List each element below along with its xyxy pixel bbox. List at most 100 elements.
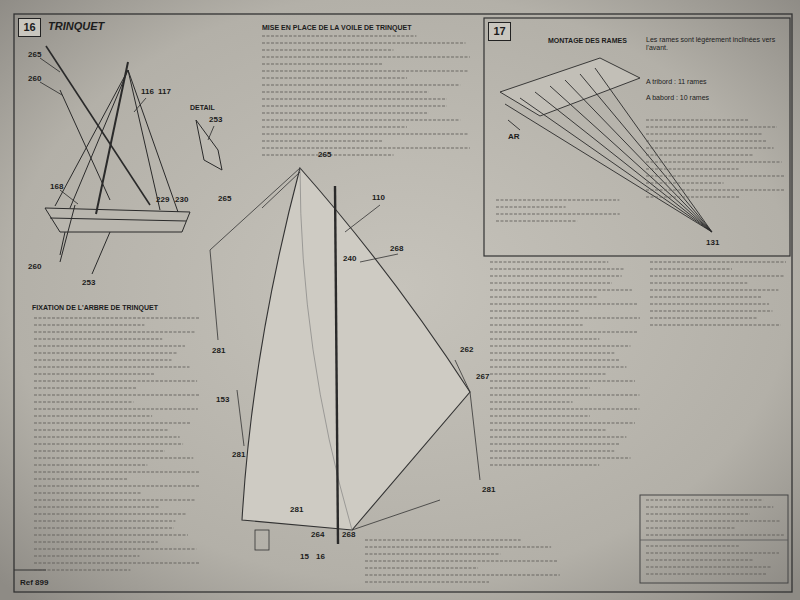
callout-number: 268 — [390, 244, 403, 253]
view-label: AR — [508, 132, 520, 141]
text-line-stroke — [650, 303, 769, 304]
text-line-stroke — [496, 206, 566, 207]
callout-number: 15 — [300, 552, 309, 561]
text-line-stroke — [34, 471, 199, 472]
callout-number: 16 — [316, 552, 325, 561]
text-line-stroke — [365, 539, 521, 540]
text-line-stroke — [646, 119, 749, 120]
text-line-stroke — [650, 275, 784, 276]
table-box — [640, 495, 788, 583]
text-line-stroke — [646, 189, 785, 190]
panel-17-border — [484, 18, 790, 256]
text-line-stroke — [34, 331, 194, 332]
text-line-stroke — [490, 429, 606, 430]
callout-number: 117 — [158, 87, 171, 96]
text-line-stroke — [262, 42, 465, 43]
step-number-box: 17 — [488, 22, 511, 41]
text-line-stroke — [650, 296, 761, 297]
text-line-stroke — [262, 133, 468, 134]
text-line-stroke — [646, 534, 784, 535]
text-line-stroke — [646, 140, 767, 141]
text-line-stroke — [646, 182, 724, 183]
text-line-stroke — [650, 324, 781, 325]
text-line-stroke — [650, 317, 757, 318]
text-line-stroke — [262, 49, 393, 50]
callout-number: 281 — [232, 450, 245, 459]
text-line-stroke — [365, 560, 558, 561]
text-line-stroke — [34, 499, 196, 500]
text-line-stroke — [34, 548, 196, 549]
text-line-stroke — [646, 147, 774, 148]
text-line-stroke — [34, 534, 188, 535]
text-line-stroke — [34, 562, 200, 563]
text-line-stroke — [646, 566, 771, 567]
text-line-stroke — [646, 175, 786, 176]
text-line-stroke — [34, 387, 136, 388]
callout-number: 253 — [82, 278, 95, 287]
section-heading: FIXATION DE L'ARBRE DE TRINQUET — [32, 304, 158, 312]
text-line-stroke — [490, 275, 622, 276]
text-line-stroke — [646, 154, 754, 155]
text-line-stroke — [490, 296, 597, 297]
text-line-stroke — [365, 581, 489, 582]
text-line-stroke — [34, 359, 171, 360]
text-line-stroke — [34, 457, 193, 458]
callout-number: 240 — [343, 254, 356, 263]
text-line-stroke — [496, 199, 619, 200]
text-line-stroke — [490, 289, 632, 290]
step-number-box: 16 — [18, 18, 41, 37]
callout-number: 268 — [342, 530, 355, 539]
oars-figure — [500, 58, 712, 232]
text-line-stroke — [490, 359, 620, 360]
text-line-stroke — [490, 415, 590, 416]
text-line-stroke — [262, 140, 383, 141]
text-line-stroke — [650, 310, 772, 311]
text-line-stroke — [646, 161, 782, 162]
text-line-stroke — [490, 464, 599, 465]
text-line-stroke — [34, 513, 187, 514]
text-line-stroke — [646, 133, 762, 134]
note-text: A babord : 10 rames — [646, 94, 709, 102]
callout-number: 281 — [212, 346, 225, 355]
text-line-stroke — [646, 513, 750, 514]
text-line-stroke — [262, 70, 468, 71]
text-line-stroke — [646, 573, 766, 574]
text-line-stroke — [34, 492, 141, 493]
text-line-stroke — [490, 317, 640, 318]
callout-number: 260 — [28, 262, 41, 271]
text-line-stroke — [34, 436, 180, 437]
text-line-stroke — [262, 147, 470, 148]
text-line-stroke — [34, 443, 183, 444]
text-line-stroke — [365, 546, 551, 547]
text-line-stroke — [490, 324, 583, 325]
text-line-stroke — [262, 119, 460, 120]
text-line-stroke — [490, 261, 608, 262]
text-line-stroke — [646, 196, 740, 197]
callout-number: 262 — [460, 345, 473, 354]
text-line-stroke — [496, 220, 577, 221]
callout-number: 168 — [50, 182, 63, 191]
text-line-stroke — [490, 310, 580, 311]
text-line-stroke — [34, 394, 200, 395]
text-line-stroke — [650, 268, 732, 269]
text-line-stroke — [490, 380, 635, 381]
text-line-stroke — [34, 408, 198, 409]
text-line-stroke — [646, 506, 773, 507]
text-line-stroke — [490, 394, 639, 395]
text-line-stroke — [262, 112, 429, 113]
text-line-stroke — [490, 450, 614, 451]
text-line-stroke — [34, 464, 147, 465]
text-line-stroke — [650, 289, 778, 290]
text-line-stroke — [34, 366, 189, 367]
text-line-stroke — [34, 485, 200, 486]
text-line-stroke — [34, 555, 139, 556]
text-line-stroke — [490, 443, 620, 444]
text-line-stroke — [262, 56, 470, 57]
text-line-stroke — [34, 415, 152, 416]
text-line-stroke — [490, 345, 630, 346]
table-rule — [640, 540, 788, 541]
text-line-stroke — [490, 282, 612, 283]
text-line-stroke — [646, 168, 739, 169]
text-line-stroke — [34, 380, 197, 381]
